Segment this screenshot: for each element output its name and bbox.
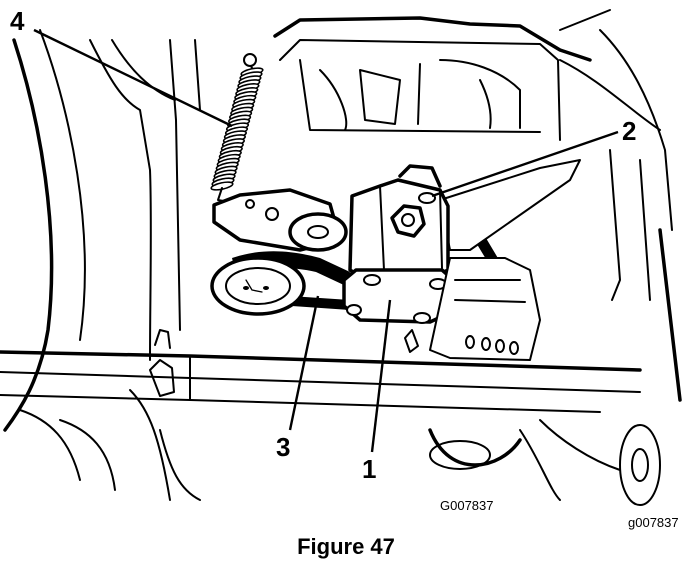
drive-belt-assembly — [210, 188, 505, 316]
figure-caption: Figure 47 — [297, 534, 395, 559]
callout-leaders — [33, 28, 619, 453]
corner-code: g007837 — [628, 515, 679, 530]
leader-4 — [33, 28, 233, 128]
callout-3: 3 — [276, 432, 290, 462]
callout-2: 2 — [622, 116, 636, 146]
hydraulic-pump — [342, 159, 581, 361]
leader-3 — [288, 295, 320, 431]
leader-1 — [370, 299, 392, 453]
callout-1: 1 — [362, 454, 376, 484]
leader-2 — [431, 130, 619, 198]
callout-4: 4 — [10, 6, 25, 36]
drawing-code: G007837 — [440, 498, 494, 513]
tension-spring — [210, 53, 264, 205]
machine-frame — [0, 9, 682, 506]
